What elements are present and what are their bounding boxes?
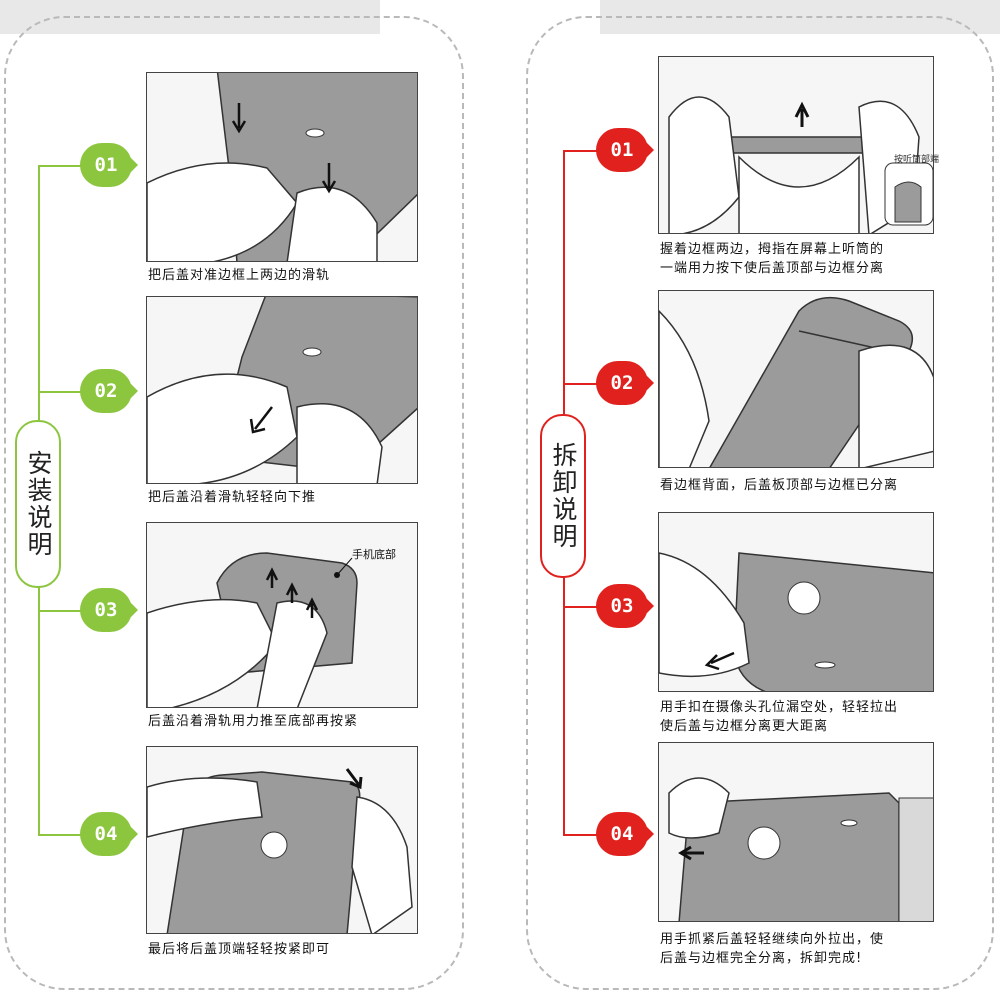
install-step-03-badge: 03 — [80, 588, 138, 632]
install-panel — [4, 16, 464, 990]
remove-step-01-callout: 按听筒部端 — [894, 155, 940, 165]
install-step-01-badge: 01 — [80, 143, 138, 187]
remove-step-02-illustration — [658, 290, 934, 468]
remove-panel — [526, 16, 994, 990]
remove-step-04-badge: 04 — [596, 812, 654, 856]
remove-step-04-illustration — [658, 742, 934, 922]
install-step-04-caption: 最后将后盖顶端轻轻按紧即可 — [148, 942, 331, 957]
remove-step-04-caption-line1: 用手抓紧后盖轻轻继续向外拉出，使 — [660, 932, 885, 947]
install-step-02-illustration — [146, 296, 418, 484]
install-step-02-caption: 把后盖沿着滑轨轻轻向下推 — [148, 490, 317, 505]
install-step-03-callout: 手机底部 — [352, 548, 396, 561]
remove-step-02-caption: 看边框背面，后盖板顶部与边框已分离 — [660, 478, 899, 493]
remove-step-03-caption-line1: 用手扣在摄像头孔位漏空处，轻轻拉出 — [660, 700, 899, 715]
remove-step-03-illustration — [658, 512, 934, 692]
remove-title: 拆卸说明 — [540, 414, 586, 578]
install-step-03-caption: 后盖沿着滑轨用力推至底部再按紧 — [148, 714, 359, 729]
remove-step-03-caption-line2: 使后盖与边框分离更大距离 — [660, 719, 829, 734]
install-title: 安装说明 — [15, 420, 61, 588]
install-step-01-illustration — [146, 72, 418, 262]
install-step-04-illustration — [146, 746, 418, 934]
install-connector-03 — [38, 610, 82, 612]
remove-connector-01 — [563, 150, 607, 152]
remove-step-03-badge: 03 — [596, 584, 654, 628]
install-step-03-illustration — [146, 522, 418, 708]
remove-connector-04 — [563, 834, 607, 836]
remove-connector-03 — [563, 606, 607, 608]
install-step-02-badge: 02 — [80, 369, 138, 413]
remove-step-01-illustration — [658, 56, 934, 234]
install-connector-01 — [38, 165, 82, 167]
install-title-text: 安装说明 — [24, 450, 53, 558]
install-step-04-badge: 04 — [80, 812, 138, 856]
remove-step-01-caption-line1: 握着边框两边，拇指在屏幕上听筒的 — [660, 242, 885, 257]
remove-step-01-caption-line2: 一端用力按下使后盖顶部与边框分离 — [660, 261, 885, 276]
remove-step-04-caption-line2: 后盖与边框完全分离，拆卸完成! — [660, 951, 863, 966]
remove-title-text: 拆卸说明 — [549, 442, 578, 550]
install-step-01-caption: 把后盖对准边框上两边的滑轨 — [148, 268, 331, 283]
remove-step-02-badge: 02 — [596, 361, 654, 405]
install-connector-04 — [38, 834, 82, 836]
remove-step-01-badge: 01 — [596, 128, 654, 172]
install-connector-02 — [38, 391, 82, 393]
remove-connector-02 — [563, 383, 607, 385]
